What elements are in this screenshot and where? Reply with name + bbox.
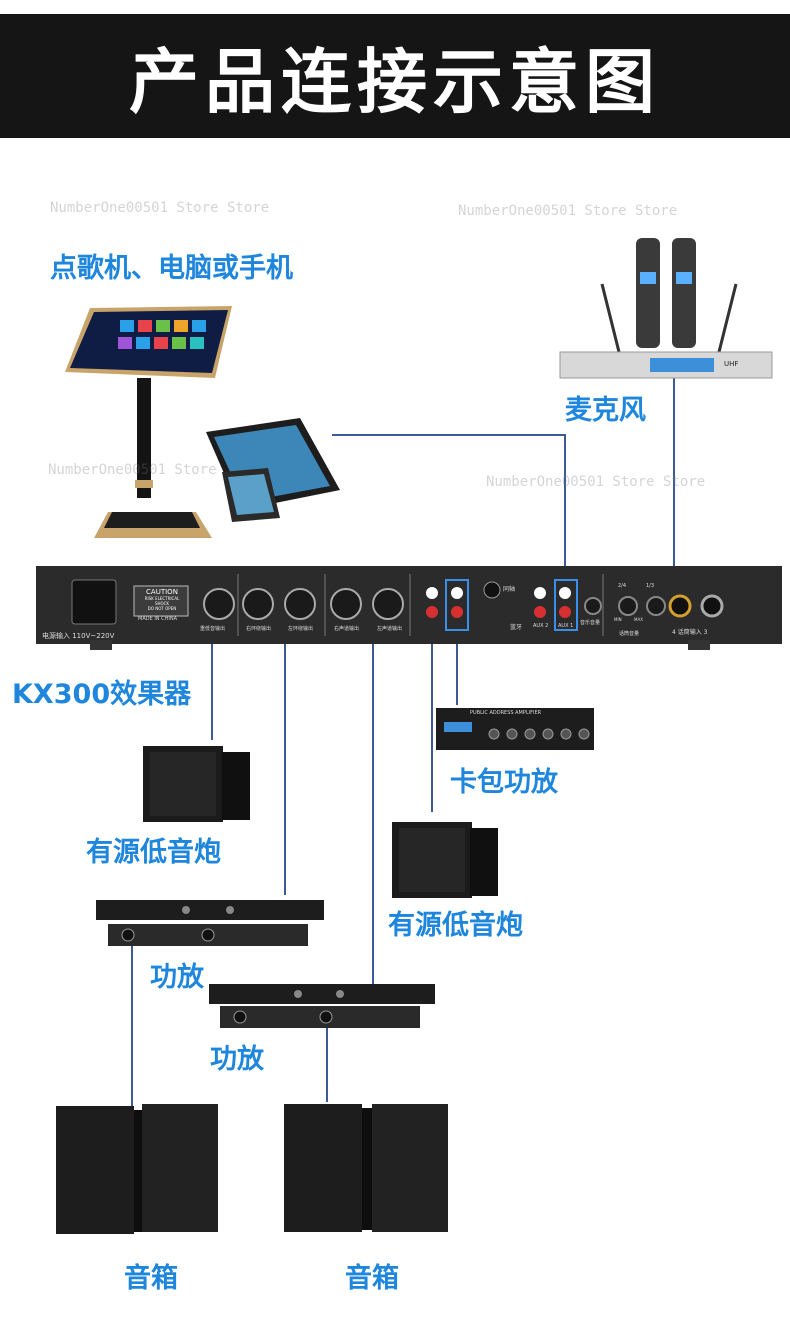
subwoofer-left [143,746,250,822]
coax-label: 同轴 [503,586,516,593]
rca-jacks [426,587,571,618]
title-bar: 产品连接示意图 [0,14,790,138]
power-amp-2 [209,984,435,1028]
page-title: 产品连接示意图 [129,40,661,123]
receiver-display [650,358,714,372]
aux2-label: AUX 2 [533,623,549,629]
xlr-sub [203,588,235,620]
min-label: MIN [614,617,622,622]
effector-device [36,566,782,650]
range-24-label: 2/4 [618,583,627,589]
mic-1 [636,238,660,348]
label-card-amp: 卡包功放 [450,767,558,798]
label-speaker-1: 音箱 [124,1263,178,1294]
label-effector: KX300效果器 [12,679,192,710]
knobs [584,596,666,616]
right-ring-output-label: 右环绕输出 [246,626,272,632]
panel-dividers [237,574,604,636]
xlr-outputs [203,588,404,620]
receiver-brand: UHF [724,360,739,368]
speaker-pair-left [56,1104,218,1234]
caution-line-2: DO NOT OPEN [147,606,177,611]
speaker-pair-right [284,1104,448,1232]
xlr-left-ring [284,588,316,620]
stand-pole [137,378,151,498]
power-amp-1 [96,900,324,946]
caution-title: CAUTION [146,588,178,596]
aux1-label: AUX 1 [558,623,574,629]
music-volume-label: 音乐音量 [580,620,601,626]
mic-receiver-device [559,238,773,379]
max-label: MAX [634,617,643,622]
label-microphone: 麦克风 [565,395,646,426]
power-input-label: 电源输入 110V~220V [42,632,115,640]
line-tablet-to-aux [332,434,566,590]
xlr-left-main [372,588,404,620]
tablet-phone-device [206,418,340,522]
phone-screen [228,474,274,515]
song-player-device [65,306,232,538]
sub-output-label: 重低音输出 [200,626,226,632]
subwoofer-right [392,822,498,898]
label-amp-1: 功放 [150,962,204,993]
xlr-right-ring [242,588,274,620]
card-amp-device [436,708,594,750]
mic-jack-4 [700,594,724,618]
card-amp-panel-text: PUBLIC ADDRESS AMPLIFIER [470,710,542,716]
caution-label: CAUTION RISK ELECTRICAL SHOCK DO NOT OPE… [138,588,186,611]
left-ring-output-label: 左环绕输出 [288,626,314,632]
label-song-source: 点歌机、电脑或手机 [50,253,293,284]
left-main-output-label: 左声道输出 [377,626,403,632]
coax-port [483,581,501,599]
range-13-label: 1/3 [646,583,655,589]
mic-jack-3 [668,594,692,618]
label-sub-left: 有源低音炮 [86,837,221,868]
connection-lines [131,377,675,1108]
stand-gold-ring [135,480,153,488]
bluetooth-label: 蓝牙 [510,624,523,631]
stand-base-top [104,512,200,528]
screen-tiles [118,320,206,349]
mic-volume-label: 话筒音量 [619,631,640,637]
label-amp-2: 功放 [210,1044,264,1075]
mic-input-label: 4 话筒输入 3 [672,629,708,636]
caution-line-1: RISK ELECTRICAL SHOCK [144,596,180,606]
label-sub-right: 有源低音炮 [388,910,523,941]
xlr-right-main [330,588,362,620]
power-socket [71,579,117,625]
mic-2 [672,238,696,348]
made-in-label: MADE IN CHINA [138,616,178,622]
label-speaker-2: 音箱 [345,1263,399,1294]
right-main-output-label: 右声道输出 [334,626,360,632]
